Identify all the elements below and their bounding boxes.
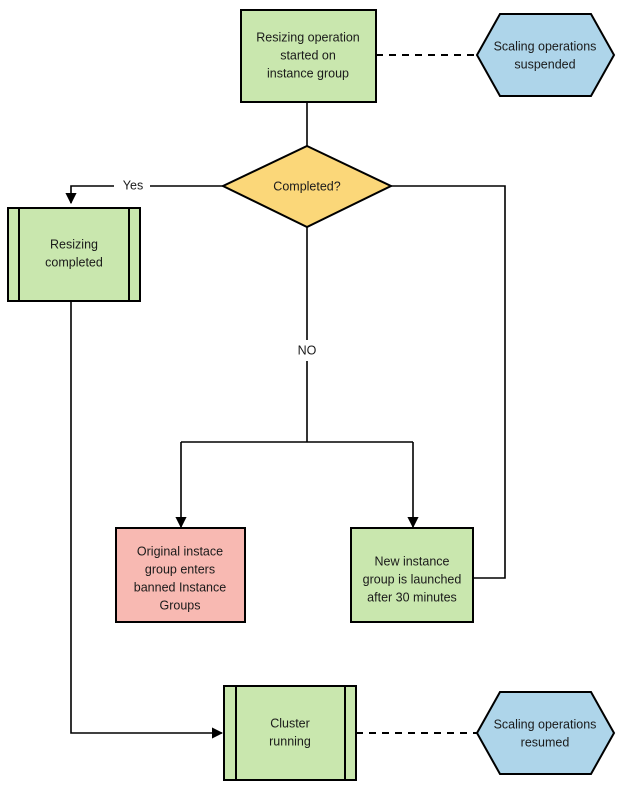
node-resizing-started-line-3: instance group xyxy=(267,66,349,80)
node-scaling-resumed[interactable]: Scaling operations resumed xyxy=(475,691,616,775)
node-cluster-running-line-2: running xyxy=(269,734,311,748)
node-resizing-started[interactable]: Resizing operation started on instance g… xyxy=(240,9,377,103)
node-resizing-completed-line-1: Resizing xyxy=(50,237,98,251)
edge-label-yes: Yes xyxy=(123,178,143,192)
node-original-group-banned-line-2: group enters xyxy=(145,562,215,576)
node-original-group-banned-line-1: Original instace xyxy=(137,544,223,558)
node-cluster-running[interactable]: Cluster running xyxy=(223,685,357,781)
node-resizing-started-line-2: started on xyxy=(280,48,336,62)
node-resizing-completed[interactable]: Resizing completed xyxy=(7,207,141,302)
node-scaling-resumed-line-2: resumed xyxy=(521,735,570,749)
node-resizing-started-line-1: Resizing operation xyxy=(256,30,360,44)
node-original-group-banned-line-4: Groups xyxy=(160,598,201,612)
edge-decision-yes-to-resizing-completed: Yes xyxy=(65,176,223,205)
edge-decision-no-branch: NO xyxy=(175,227,419,529)
node-scaling-suspended-line-1: Scaling operations xyxy=(494,39,597,53)
node-scaling-suspended[interactable]: Scaling operations suspended xyxy=(475,13,616,97)
node-new-group-launched-line-3: after 30 minutes xyxy=(367,590,457,604)
node-completed-decision[interactable]: Completed? xyxy=(220,144,394,229)
edge-label-no: NO xyxy=(298,343,317,357)
node-cluster-running-line-1: Cluster xyxy=(270,716,310,730)
node-resizing-completed-line-2: completed xyxy=(45,255,103,269)
node-completed-decision-label: Completed? xyxy=(273,179,340,193)
edge-new-group-feedback-to-decision xyxy=(319,180,506,579)
node-new-group-launched-line-1: New instance xyxy=(374,554,449,568)
node-scaling-resumed-line-1: Scaling operations xyxy=(494,717,597,731)
node-original-group-banned-line-3: banned Instance xyxy=(134,580,226,594)
node-original-group-banned[interactable]: Original instace group enters banned Ins… xyxy=(115,527,246,623)
edge-resizing-completed-to-cluster-running xyxy=(70,301,224,739)
node-new-group-launched[interactable]: New instance group is launched after 30 … xyxy=(350,527,474,623)
node-new-group-launched-line-2: group is launched xyxy=(363,572,462,586)
node-scaling-suspended-line-2: suspended xyxy=(514,57,575,71)
